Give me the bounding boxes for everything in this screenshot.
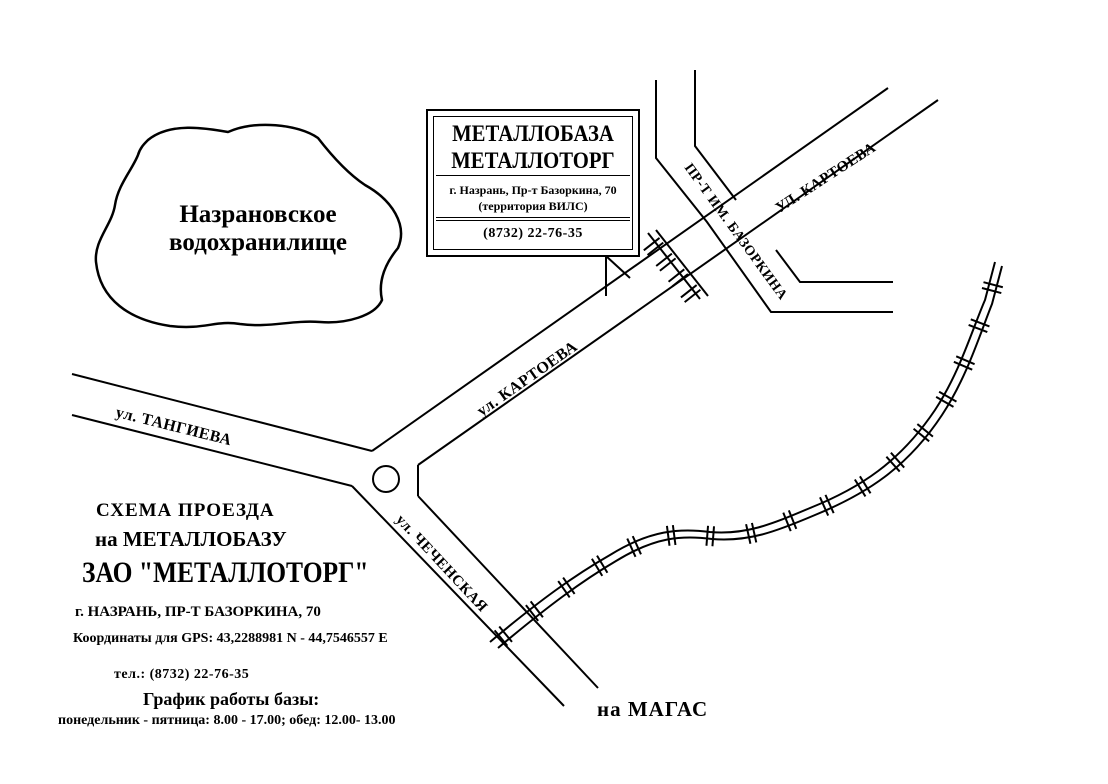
railway-tie — [705, 525, 710, 546]
railway-tie — [750, 522, 758, 543]
road-chechenskaya-right-edge-2 — [417, 495, 599, 689]
railway-tie — [596, 555, 609, 574]
railway-tie — [938, 390, 957, 403]
sign-rule-3 — [436, 220, 630, 221]
railway-tie — [885, 455, 901, 473]
railway-tie — [782, 512, 792, 532]
lake-name-line2: водохранилище — [169, 229, 347, 256]
railway-tie — [711, 526, 716, 547]
railway-tie — [557, 580, 571, 598]
railway-tie — [824, 494, 835, 514]
sign-phone: (8732) 22-76-35 — [483, 226, 583, 241]
railway-tie — [955, 355, 975, 366]
railway-tie — [912, 427, 930, 443]
railway-tie — [745, 523, 752, 544]
railway-tie — [498, 625, 513, 643]
base-sign: МЕТАЛЛОБАЗА МЕТАЛЛОТОРГ г. Назрань, Пр-т… — [426, 109, 640, 257]
railway-tie — [680, 284, 698, 299]
info-phone: тел.: (8732) 22-76-35 — [114, 667, 250, 682]
railway-tie — [665, 525, 671, 546]
railway-tie — [983, 281, 1004, 289]
info-address: г. НАЗРАНЬ, ПР-Т БАЗОРКИНА, 70 — [75, 604, 321, 620]
info-company: ЗАО "МЕТАЛЛОТОРГ" — [82, 556, 369, 589]
railway-tie — [890, 452, 905, 469]
railway-tie — [916, 423, 934, 438]
railway-tie — [493, 629, 509, 647]
railway-tie — [525, 604, 539, 622]
info-schedule-title: График работы базы: — [143, 689, 320, 709]
sign-rule-2 — [436, 217, 630, 218]
road-bazorkina-left-edge — [655, 80, 893, 313]
lake-name-line1: Назрановское — [179, 201, 337, 228]
base-sign-inner-border — [433, 116, 633, 250]
railway-tie — [981, 287, 1002, 295]
railway-tie — [591, 558, 604, 577]
destination-label: на МАГАС — [597, 697, 709, 721]
road-tangieva-lower-edge — [71, 414, 353, 487]
railway-tie — [626, 538, 637, 558]
road-bazorkina-right-edge-2 — [775, 249, 893, 283]
info-schedule: понедельник - пятница: 8.00 - 17.00; обе… — [58, 713, 396, 728]
railway-tie — [631, 535, 642, 555]
road-kartoeva-upper-edge — [371, 87, 889, 452]
railway-tie — [529, 600, 544, 618]
railway-tie — [684, 288, 701, 303]
railway-tie — [671, 273, 689, 288]
sign-address: г. Назрань, Пр-т Базоркина, 70 — [449, 183, 617, 197]
railway-tie — [935, 396, 954, 408]
roundabout — [372, 465, 400, 493]
railway-tie — [859, 475, 872, 494]
railway-tie — [655, 252, 673, 267]
railway-tie — [819, 496, 830, 516]
railway-tie — [970, 318, 990, 328]
info-subtitle: на МЕТАЛЛОБАЗУ — [95, 527, 287, 551]
railway-tie — [646, 241, 664, 256]
railway-tie — [671, 525, 677, 546]
road-chechenskaya-left-edge — [351, 485, 565, 707]
railway-tie — [787, 509, 798, 530]
sign-rule-1 — [436, 175, 630, 176]
info-title: СХЕМА ПРОЕЗДА — [96, 500, 275, 521]
sign-line1: МЕТАЛЛОБАЗА — [452, 121, 614, 146]
road-access-to-base-2 — [605, 255, 631, 279]
road-tangieva-upper-edge — [71, 373, 373, 452]
info-gps: Координаты для GPS: 43,2288981 N - 44,75… — [73, 631, 388, 646]
railway-tie — [562, 577, 576, 595]
railway-tie — [667, 268, 685, 283]
lake-label: Назрановское водохранилище — [108, 201, 408, 257]
sign-line2: МЕТАЛЛОТОРГ — [451, 148, 615, 173]
railway-tie — [659, 257, 677, 272]
railway-ties — [493, 237, 1004, 647]
railway-tie — [953, 360, 973, 371]
railway-tie — [854, 478, 867, 497]
railway-tie — [643, 237, 661, 252]
lake-outline — [94, 123, 403, 329]
railway-tie — [968, 323, 988, 334]
road-bazorkina-right-edge — [694, 70, 737, 201]
sign-territory: (территория ВИЛС) — [478, 199, 588, 213]
